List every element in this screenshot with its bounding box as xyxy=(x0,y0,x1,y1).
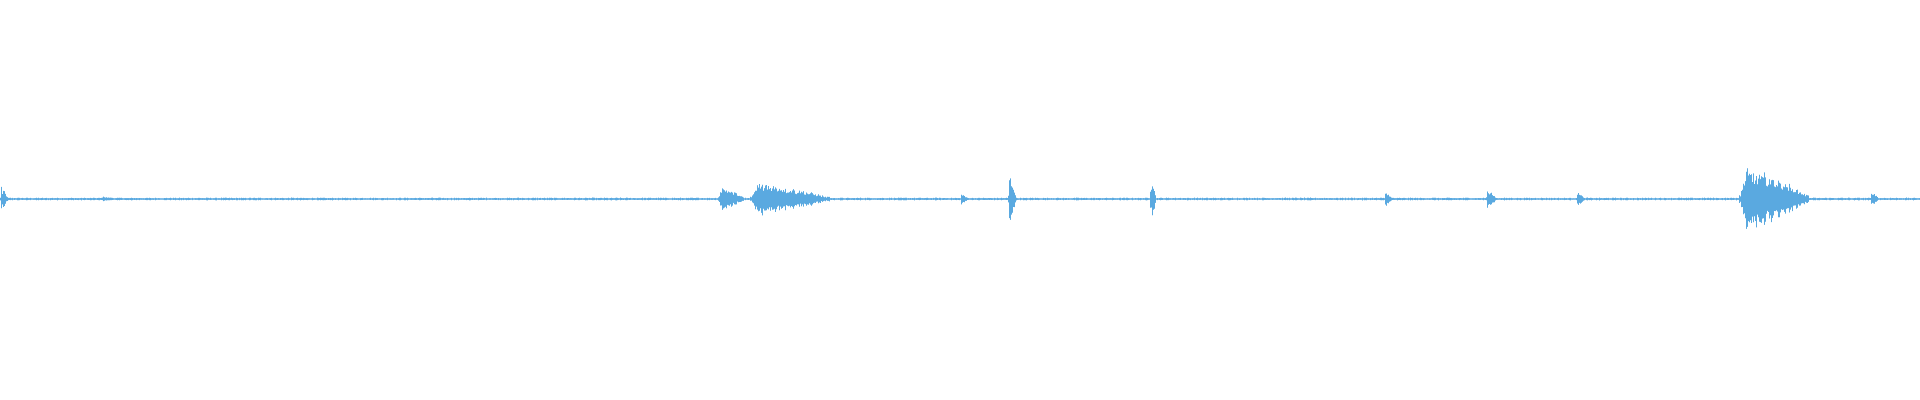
waveform-amplitude xyxy=(0,168,1920,229)
waveform-trace xyxy=(0,168,1920,229)
